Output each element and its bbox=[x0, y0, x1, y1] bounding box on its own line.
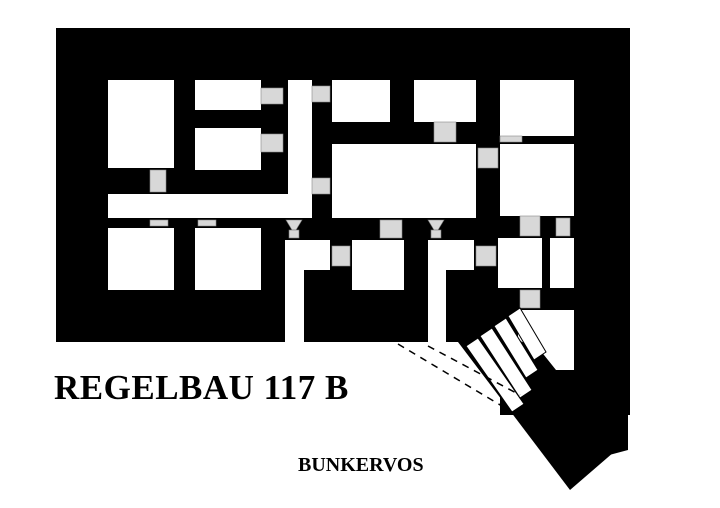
plan-title: REGELBAU 117 B bbox=[54, 368, 349, 407]
room bbox=[195, 80, 261, 110]
stair-step bbox=[493, 317, 539, 379]
room bbox=[498, 238, 542, 288]
doorway bbox=[519, 289, 541, 309]
room bbox=[332, 80, 390, 122]
doorway bbox=[475, 245, 497, 267]
room bbox=[428, 240, 474, 342]
room bbox=[414, 80, 476, 122]
room bbox=[500, 144, 574, 216]
doorway bbox=[311, 177, 331, 195]
approach-dashes bbox=[397, 343, 521, 413]
doorway bbox=[260, 87, 284, 105]
room bbox=[195, 228, 261, 290]
doorway bbox=[433, 121, 457, 143]
doorway bbox=[555, 217, 571, 237]
doorway bbox=[149, 169, 167, 193]
doorway bbox=[499, 135, 523, 143]
stair-step bbox=[465, 337, 525, 413]
stair-step bbox=[507, 307, 547, 361]
doorway bbox=[379, 219, 403, 239]
doorway bbox=[519, 215, 541, 237]
vent-funnels bbox=[285, 219, 445, 239]
doorway bbox=[331, 245, 351, 267]
entrance-stairs bbox=[465, 307, 547, 413]
rooms bbox=[108, 80, 574, 370]
room bbox=[500, 80, 574, 136]
doorway bbox=[197, 219, 217, 227]
room bbox=[108, 80, 174, 168]
doorway bbox=[260, 133, 284, 153]
plan-credit: BUNKERVOS bbox=[298, 454, 424, 476]
entrance-block-corner bbox=[578, 405, 628, 458]
doorway bbox=[477, 147, 499, 169]
room bbox=[195, 128, 261, 170]
corridor bbox=[108, 80, 312, 218]
room bbox=[285, 240, 330, 342]
room bbox=[332, 144, 476, 218]
room bbox=[518, 310, 574, 370]
room bbox=[550, 238, 574, 288]
room bbox=[352, 240, 404, 290]
room bbox=[108, 228, 174, 290]
vent-funnel-base bbox=[288, 229, 300, 239]
stair-step bbox=[479, 327, 533, 399]
doorways bbox=[149, 85, 571, 309]
doorway bbox=[311, 85, 331, 103]
vent-funnel-base bbox=[430, 229, 442, 239]
doorway bbox=[149, 219, 169, 227]
